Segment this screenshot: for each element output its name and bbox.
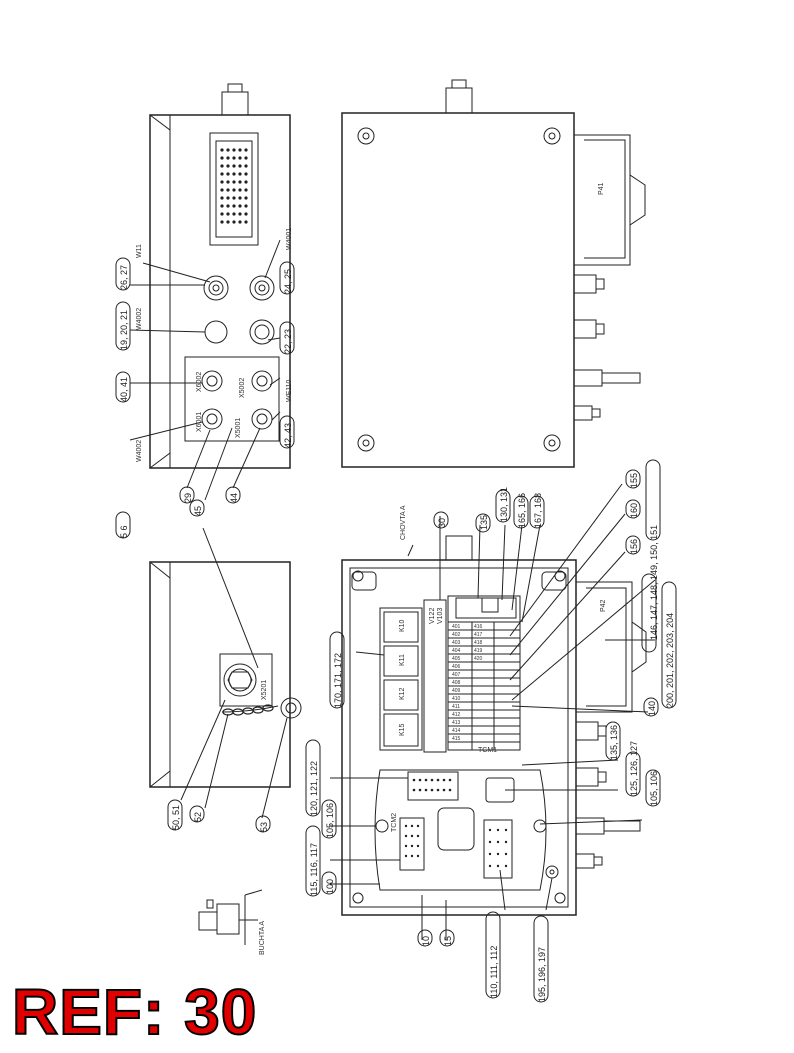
callout-40-41: 40, 41 [119, 377, 129, 402]
callout-30: 30 [437, 518, 447, 528]
label-w4002-top: W4002 [136, 308, 143, 330]
callout-45: 45 [193, 506, 203, 516]
label-v122: V122 [429, 608, 436, 624]
label-k12: K12 [399, 687, 406, 700]
label-x5201: X5201 [261, 680, 268, 700]
label-x6001: X6001 [196, 412, 203, 432]
callout-110-112: 110, 111, 112 [489, 946, 499, 998]
reference-label: REF: 30 [11, 976, 258, 1048]
callout-155: 155 [629, 473, 639, 488]
callout-42-43: 42, 43 [283, 423, 293, 448]
label-p42: P42 [600, 599, 607, 612]
label-w4002-bottom: W4002 [136, 440, 143, 462]
terminal-401: 401 [452, 624, 461, 630]
terminal-413: 413 [452, 720, 461, 726]
callout-200-204: 200, 201, 202, 203, 204 [665, 613, 675, 708]
terminal-418: 418 [474, 640, 483, 646]
label-tcm2: TCM2 [391, 813, 398, 832]
callout-10: 10 [421, 936, 431, 946]
label-tcm1: TCM1 [478, 747, 497, 754]
label-x5001: X5001 [235, 418, 242, 438]
top-left-labels: 26, 27 19, 20, 21 40, 41 24, 25 22, 23 4… [119, 228, 293, 538]
enclosure-cover-view [341, 79, 646, 468]
terminal-414: 414 [452, 728, 461, 734]
callout-165-166: 165, 166 [517, 493, 527, 528]
terminal-409: 409 [452, 688, 461, 694]
terminal-402: 402 [452, 632, 461, 638]
label-k15: K15 [399, 723, 406, 736]
callout-146-151: 146, 147, 148, 149, 150, 151 [649, 525, 659, 640]
callout-195-197: 195, 196, 197 [537, 947, 547, 1002]
terminal-416: 416 [474, 624, 483, 630]
callout-100: 100 [325, 879, 335, 894]
callout-135-top: 135 [479, 515, 489, 530]
terminal-420: 420 [474, 656, 483, 662]
label-k10: K10 [399, 619, 406, 632]
terminal-row-labels: 401 402 403 404 405 406 407 408 409 410 … [452, 624, 483, 742]
label-w11: W11 [136, 244, 143, 258]
terminal-419: 419 [474, 648, 483, 654]
callout-135-136: 135, 136 [609, 725, 619, 760]
enclosure-internal-view [330, 483, 656, 940]
terminal-412: 412 [452, 712, 461, 718]
callout-156: 156 [629, 539, 639, 554]
callout-170-172: 170, 171, 172 [333, 653, 343, 708]
callout-140: 140 [647, 701, 657, 716]
callout-26-27: 26, 27 [119, 265, 129, 290]
callout-160: 160 [629, 503, 639, 518]
callout-15: 15 [443, 936, 453, 946]
callout-120-122: 120, 121, 122 [309, 761, 319, 816]
callout-52: 52 [193, 812, 203, 822]
main-view-labels: CHOVTA A V122 V103 K10 K11 K12 K15 TCM1 … [309, 182, 675, 1002]
callout-22-23: 22, 23 [283, 329, 293, 354]
callout-19-20-21: 19, 20, 21 [119, 310, 129, 350]
callout-167-168: 167, 168 [533, 493, 543, 528]
label-we110: WE110 [286, 379, 293, 402]
callout-29: 29 [183, 493, 193, 503]
terminal-411: 411 [452, 704, 460, 710]
callout-53: 53 [259, 822, 269, 832]
label-k11: K11 [399, 654, 406, 666]
callout-105-106-right: 105, 106 [649, 771, 659, 806]
callout-115-117: 115, 116, 117 [309, 843, 319, 896]
callout-bubbles [115, 257, 677, 1003]
terminal-408: 408 [452, 680, 461, 686]
label-buchta-a: BUCHTA A [259, 921, 266, 955]
label-p41: P41 [598, 182, 605, 195]
bottom-left-labels: 45 50, 51 52 53 X5201 BUCHTA A [171, 506, 269, 955]
callout-125-127: 125, 126, 127 [629, 741, 639, 796]
terminal-415: 415 [452, 736, 461, 742]
terminal-404: 404 [452, 648, 461, 654]
label-v103: V103 [437, 608, 444, 624]
callout-50-51: 50, 51 [171, 805, 181, 830]
terminal-406: 406 [452, 664, 461, 670]
label-w4001: W4001 [286, 228, 293, 250]
callout-130-131: 130, 131 [499, 487, 509, 522]
terminal-410: 410 [452, 696, 461, 702]
side-panel-view [129, 83, 291, 501]
terminal-405: 405 [452, 656, 461, 662]
callout-44: 44 [229, 493, 239, 503]
terminal-417: 417 [474, 632, 483, 638]
callout-105-106-left: 105, 106 [325, 803, 335, 838]
socket-panel-view [149, 527, 302, 819]
terminal-403: 403 [452, 640, 461, 646]
label-chovta-a: CHOVTA A [400, 505, 407, 540]
terminal-407: 407 [452, 672, 461, 678]
callout-24-25: 24, 25 [283, 269, 293, 294]
label-x5002: X5002 [239, 378, 246, 398]
bracket-detail [198, 889, 263, 945]
callout-5-6: 5 6 [119, 525, 129, 538]
label-x6002: X6002 [196, 372, 203, 392]
